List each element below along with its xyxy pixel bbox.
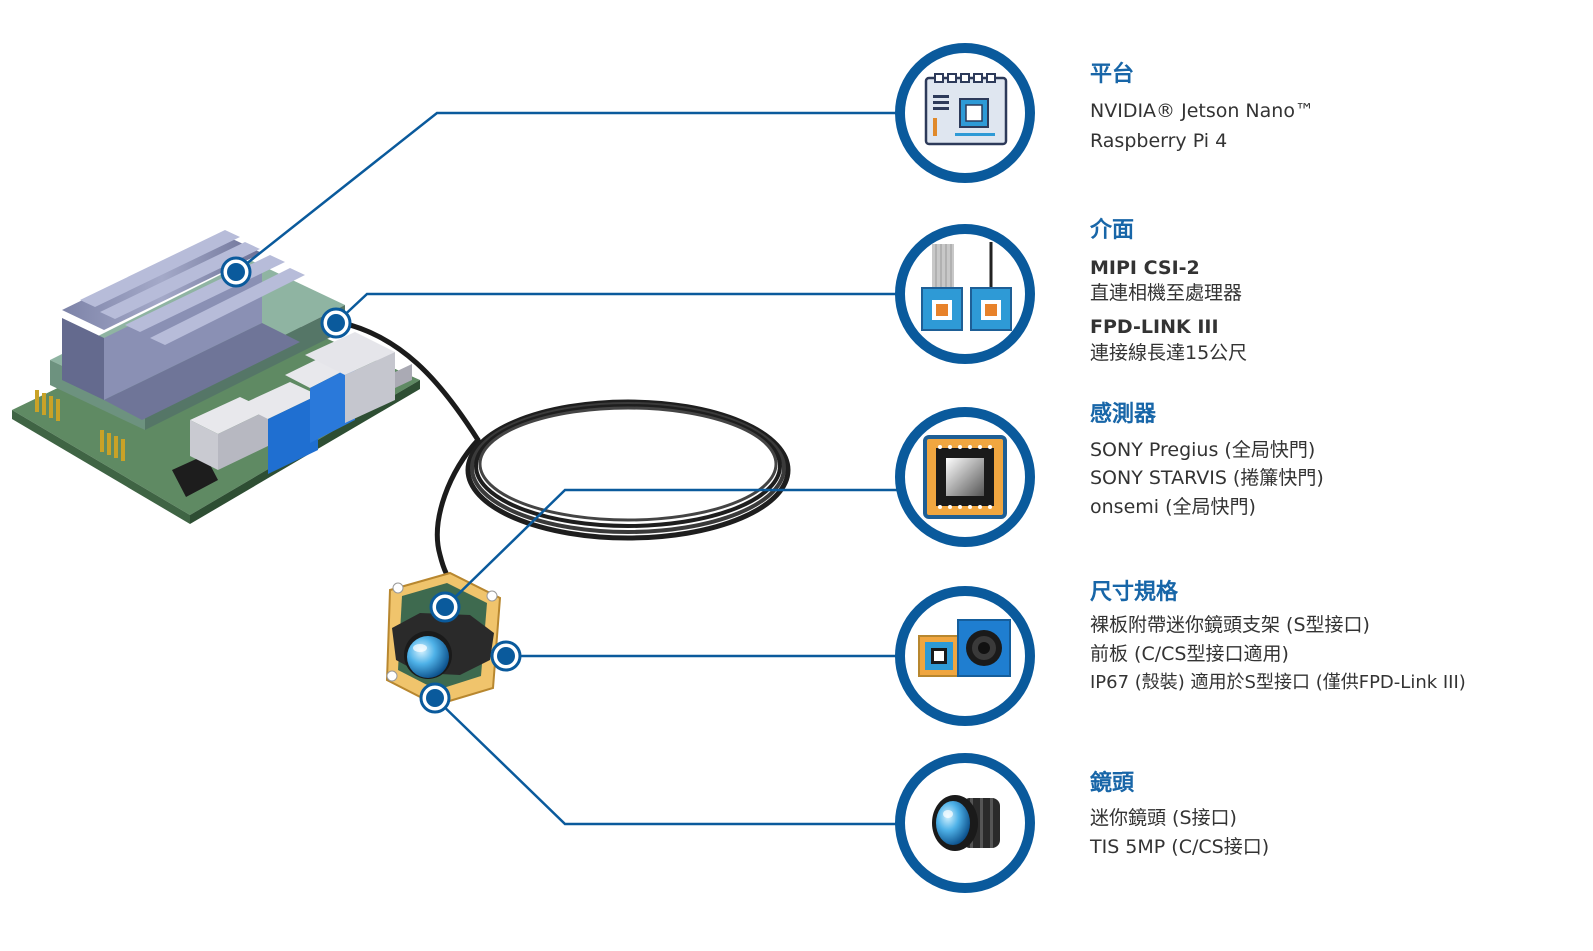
section-line: 前板 (C/CS型接口適用) [1090, 643, 1289, 665]
section-line: IP67 (殼裝) 適用於S型接口 (僅供FPD-Link III) [1090, 672, 1466, 693]
connector-platform [235, 111, 900, 273]
connector-interface [335, 292, 900, 324]
cable-coil-illustration [335, 319, 791, 591]
section-line: SONY STARVIS (捲簾快門) [1090, 467, 1324, 489]
section-title: 介面 [1090, 218, 1135, 243]
node-marker [220, 256, 252, 288]
connector-sensor [444, 488, 900, 608]
image-sensor-icon [895, 407, 1035, 547]
connector-lines [235, 111, 900, 826]
section-line: FPD-LINK III [1090, 316, 1219, 338]
section-title: 感測器 [1090, 402, 1157, 427]
section-line: 連接線長達15公尺 [1090, 342, 1248, 364]
node-marker [320, 307, 352, 339]
section-title: 平台 [1090, 62, 1135, 87]
camera-housing-icon [895, 586, 1035, 726]
camera-modules-icon [895, 224, 1035, 364]
jetson-board-illustration [12, 230, 420, 524]
section-line: MIPI CSI-2 [1090, 257, 1200, 279]
lens-icon [895, 753, 1035, 893]
node-marker [419, 682, 451, 714]
node-marker [429, 591, 461, 623]
motherboard-icon [895, 43, 1035, 183]
node-marker [490, 640, 522, 672]
section-line: 直連相機至處理器 [1090, 282, 1243, 304]
section-line: 裸板附帶迷你鏡頭支架 (S型接口) [1090, 614, 1370, 636]
section-line: TIS 5MP (C/CS接口) [1090, 836, 1270, 858]
section-line: Raspberry Pi 4 [1090, 130, 1228, 152]
section-title: 鏡頭 [1090, 771, 1135, 796]
section-line: SONY Pregius (全局快門) [1090, 439, 1316, 461]
board-camera-illustration [385, 571, 502, 707]
section-line: 迷你鏡頭 (S接口) [1090, 807, 1237, 829]
connector-lens [434, 697, 900, 826]
section-title: 尺寸規格 [1090, 580, 1179, 605]
connector-nodes [220, 256, 522, 714]
section-line: onsemi (全局快門) [1090, 496, 1256, 518]
section-line: NVIDIA® Jetson Nano™ [1090, 100, 1314, 122]
